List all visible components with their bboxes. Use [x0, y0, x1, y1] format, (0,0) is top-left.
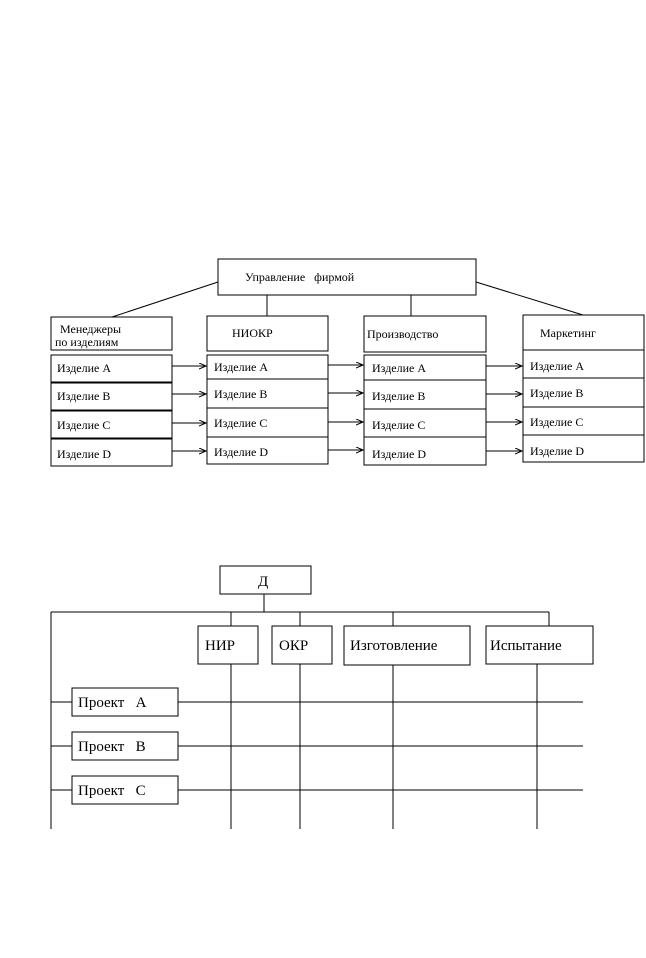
niokr-item-c: Изделие С	[214, 416, 267, 430]
managers-title-line2: по изделиям	[55, 335, 119, 349]
marketing-item-d: Изделие D	[530, 444, 584, 458]
root-label: Управление фирмой	[245, 270, 355, 284]
managers-item-c: Изделие С	[57, 418, 110, 432]
root-box	[217, 258, 477, 296]
managers-column: Менеджеры по изделиям Изделие А Изделие …	[50, 316, 173, 467]
matrix-root-label: Д	[258, 574, 268, 590]
managers-title-line1: Менеджеры	[60, 322, 121, 336]
project-box-b	[71, 731, 179, 761]
product-org-diagram: Управление фирмой Менеджеры по изделиям …	[50, 258, 645, 467]
product-arrows	[172, 365, 522, 451]
managers-item-d: Изделие D	[57, 447, 111, 461]
marketing-header-box	[522, 314, 645, 351]
production-item-d: Изделие D	[372, 447, 426, 461]
production-items-box	[363, 354, 487, 466]
matrix-root-box	[219, 565, 312, 595]
connector-root-marketing	[475, 281, 584, 316]
project-b: Проект В	[78, 739, 146, 755]
project-a: Проект А	[78, 695, 147, 711]
marketing-column: Маркетинг Изделие А Изделие В Изделие С …	[522, 314, 645, 463]
matrix-org-diagram: Д НИР ОКР Изготовление Испытание Проект …	[50, 565, 594, 829]
matrix-column-box-okr	[271, 625, 333, 665]
production-item-c: Изделие С	[372, 418, 425, 432]
matrix-column-nir: НИР	[205, 638, 235, 654]
project-box-a	[71, 687, 179, 717]
niokr-items-box	[206, 354, 329, 465]
production-title: Производство	[367, 327, 438, 341]
managers-header-box	[50, 316, 173, 351]
production-column: Производство Изделие А Изделие В Изделие…	[363, 315, 487, 466]
connector-root-managers	[111, 281, 219, 318]
matrix-column-testing: Испытание	[490, 638, 562, 654]
managers-item-box	[50, 410, 173, 439]
marketing-item-a: Изделие А	[530, 359, 584, 373]
niokr-title: НИОКР	[232, 326, 273, 340]
niokr-item-d: Изделие D	[214, 445, 268, 459]
matrix-column-box-nir	[197, 625, 259, 665]
niokr-header-box	[206, 315, 329, 352]
production-header-box	[363, 315, 487, 353]
matrix-column-manufacturing: Изготовление	[350, 638, 438, 654]
managers-item-b: Изделие В	[57, 389, 110, 403]
project-box-c	[71, 775, 179, 805]
production-item-b: Изделие В	[372, 389, 425, 403]
managers-item-box	[50, 354, 173, 383]
matrix-column-box-testing	[485, 625, 594, 665]
project-c: Проект С	[78, 783, 146, 799]
production-item-a: Изделие А	[372, 361, 426, 375]
marketing-items-box	[522, 349, 645, 463]
niokr-column: НИОКР Изделие А Изделие В Изделие С Изде…	[206, 315, 329, 465]
matrix-column-okr: ОКР	[279, 638, 308, 654]
managers-item-box	[50, 438, 173, 467]
marketing-title: Маркетинг	[540, 326, 596, 340]
marketing-item-b: Изделие В	[530, 386, 583, 400]
managers-item-a: Изделие А	[57, 361, 111, 375]
matrix-column-box-manufacturing	[343, 625, 471, 666]
niokr-item-b: Изделие В	[214, 387, 267, 401]
niokr-item-a: Изделие А	[214, 360, 268, 374]
marketing-item-c: Изделие С	[530, 415, 583, 429]
managers-item-box	[50, 382, 173, 411]
